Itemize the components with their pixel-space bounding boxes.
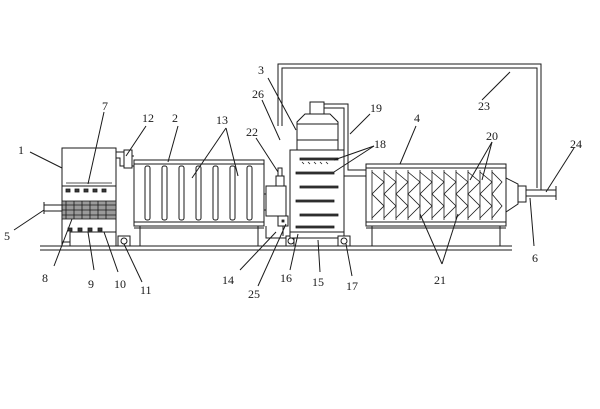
label-18: 18	[374, 137, 386, 151]
label-26: 26	[252, 87, 264, 101]
pump-11	[115, 232, 131, 247]
number-labels: 1 2 3 4 5 6 7 8 9 10 11 12 13 14 15 16 1…	[4, 63, 582, 301]
label-6: 6	[532, 251, 538, 265]
outlet-cone-6	[505, 177, 557, 213]
valve-25	[277, 215, 289, 236]
label-8: 8	[42, 271, 48, 285]
leader-lines	[13, 71, 575, 287]
label-12: 12	[142, 111, 154, 125]
nozzle-row-7	[65, 182, 112, 193]
filter-elements-20-21	[371, 170, 503, 220]
label-24: 24	[570, 137, 582, 151]
pump-17	[337, 235, 351, 247]
label-21: 21	[434, 273, 446, 287]
label-2: 2	[172, 111, 178, 125]
label-1: 1	[18, 143, 24, 157]
unit-3-tower	[289, 101, 345, 247]
label-11: 11	[140, 283, 152, 297]
label-9: 9	[88, 277, 94, 291]
label-3: 3	[258, 63, 264, 77]
tubes-13	[144, 165, 253, 221]
label-17: 17	[346, 279, 358, 293]
return-pipe	[277, 63, 542, 188]
label-5: 5	[4, 229, 10, 243]
label-7: 7	[102, 99, 108, 113]
filter-bed-8	[61, 200, 117, 220]
label-19: 19	[370, 101, 382, 115]
label-20: 20	[486, 129, 498, 143]
fan-housing-22	[264, 167, 287, 217]
label-10: 10	[114, 277, 126, 291]
inlet-pipe-5	[43, 202, 63, 214]
label-23: 23	[478, 99, 490, 113]
label-25: 25	[248, 287, 260, 301]
connector-pipe-12	[116, 149, 134, 169]
outlet-pipe-19	[324, 103, 366, 177]
label-4: 4	[414, 111, 420, 125]
label-13: 13	[216, 113, 228, 127]
unit-1-box	[61, 147, 117, 247]
label-16: 16	[280, 271, 292, 285]
plates-18	[295, 157, 339, 229]
label-22: 22	[246, 125, 258, 139]
label-15: 15	[312, 275, 324, 289]
label-14: 14	[222, 273, 234, 287]
